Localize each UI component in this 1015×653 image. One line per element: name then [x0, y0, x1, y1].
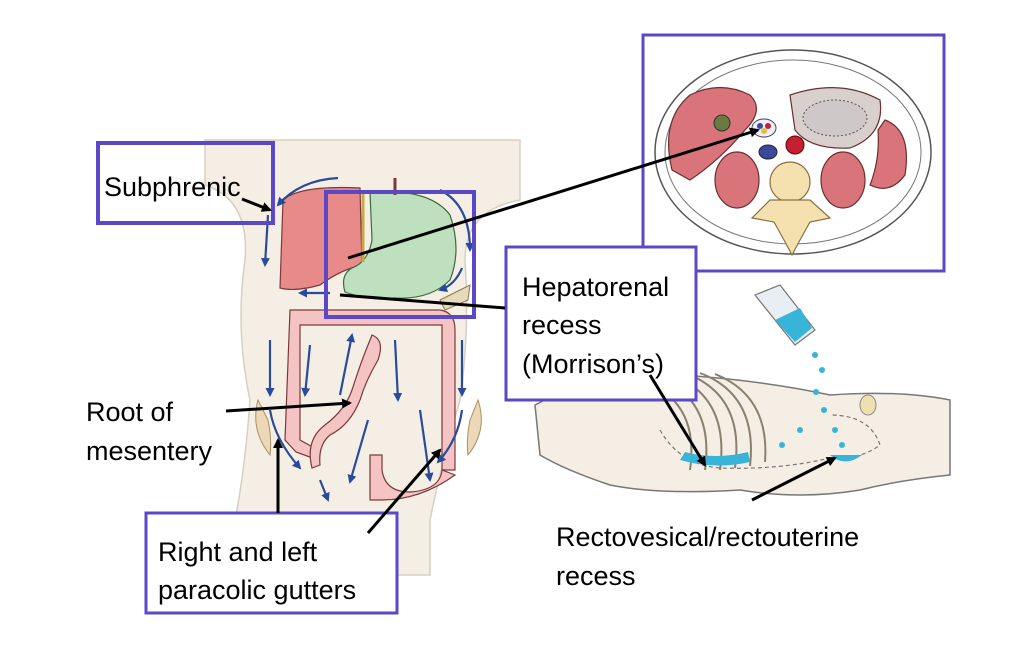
- gutters-label-frame: [144, 511, 399, 615]
- gallbladder-section: [713, 114, 731, 132]
- liver-section: [667, 86, 757, 181]
- spleen-section: [869, 119, 908, 189]
- peritoneal-outline: [659, 414, 881, 469]
- hepatorenal-label-line3: (Morrison’s): [522, 349, 664, 379]
- fluid-drops: [779, 352, 845, 448]
- rectovesical-pointer: [751, 456, 837, 502]
- vertebral-arch: [750, 199, 832, 257]
- left-iliac-bone: [466, 398, 482, 457]
- gutters-label-line1: Right and left: [158, 537, 318, 567]
- subphrenic-label-frame: [96, 141, 275, 225]
- fluid-bottle: [754, 284, 816, 346]
- vertebral-body: [769, 161, 811, 203]
- ivc: [758, 144, 778, 160]
- liver: [279, 186, 363, 291]
- root-mesentery-pointer: [225, 398, 352, 413]
- hepatorenal-label-frame: [504, 245, 698, 402]
- sigmoid-colon: [369, 454, 457, 501]
- abdomen-cross-section: [641, 33, 946, 273]
- rectovesical-label-line1: Rectovesical/rectouterine: [556, 522, 859, 552]
- cross-section-pointer: [347, 127, 760, 260]
- root-label-line2: mesentery: [86, 436, 213, 466]
- left-kidney: [820, 151, 866, 209]
- left-gutter-pointer: [366, 448, 442, 534]
- subphrenic-pointer: [241, 197, 272, 212]
- pointer-arrows: [225, 127, 837, 534]
- gutters-label-line2: paracolic gutters: [158, 575, 356, 605]
- right-kidney: [714, 151, 760, 209]
- hepatorenal-label-line1: Hepatorenal: [522, 272, 669, 302]
- pelvic-fluid: [830, 455, 862, 462]
- subphrenic-label: Subphrenic: [104, 172, 241, 202]
- hepatorenal-label-line2: recess: [522, 310, 602, 340]
- upper-abdomen-highlight-frame: [324, 190, 476, 319]
- hepatorenal-upper-pointer: [339, 293, 506, 310]
- hepatorenal-fluid-pointer: [648, 374, 707, 467]
- knee: [859, 394, 877, 416]
- right-iliac-bone: [255, 398, 272, 457]
- root-label-line1: Root of: [86, 397, 174, 427]
- rectovesical-label-line2: recess: [556, 561, 636, 591]
- abdomen-front-view: [204, 139, 521, 576]
- aorta: [785, 135, 805, 155]
- small-intestine: [309, 334, 382, 469]
